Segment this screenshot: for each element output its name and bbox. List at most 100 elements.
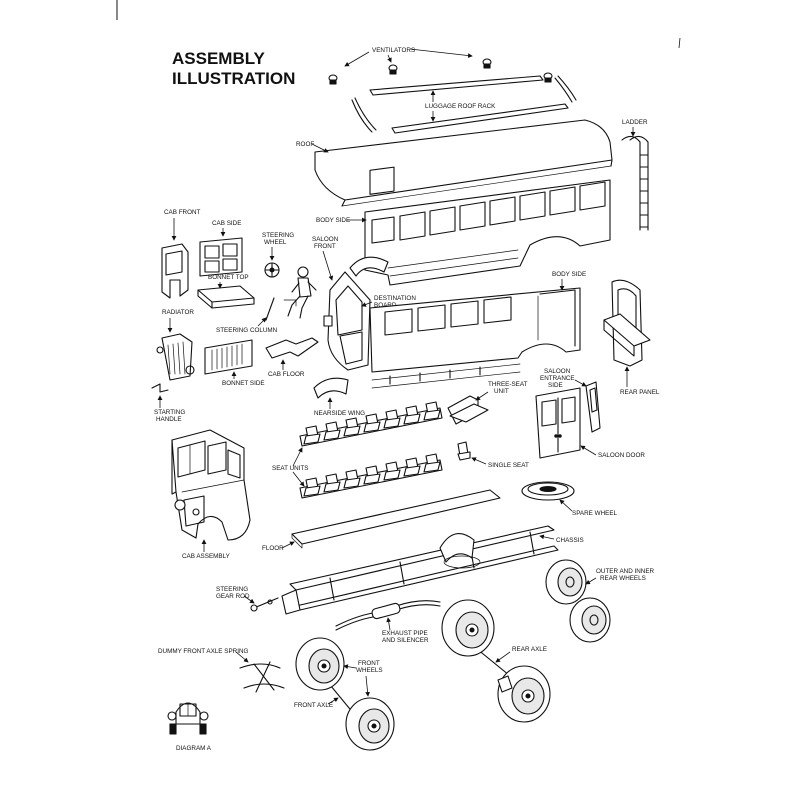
label-starting-handle-1: STARTING bbox=[154, 409, 185, 416]
label-roof: ROOF bbox=[296, 141, 314, 148]
saloon-entrance-side bbox=[585, 381, 601, 433]
label-dummy-front-axle-spring: DUMMY FRONT AXLE SPRING bbox=[158, 648, 248, 655]
arrow-rear-axle bbox=[495, 651, 511, 663]
ladder bbox=[621, 135, 649, 231]
arrow-roof bbox=[311, 143, 329, 153]
driver-figure bbox=[283, 266, 317, 319]
bonnet-side bbox=[204, 339, 253, 375]
starting-handle bbox=[151, 383, 169, 393]
label-saloon-entrance-1: SALOON bbox=[544, 368, 571, 375]
label-destination-board-2: BOARD bbox=[374, 302, 397, 309]
label-steering-wheel-1: STEERING bbox=[262, 232, 294, 239]
rear-axle bbox=[441, 599, 551, 723]
label-single-seat: SINGLE SEAT bbox=[488, 462, 529, 469]
label-front-wheels-1: FRONT bbox=[358, 660, 380, 667]
label-rear-axle: REAR AXLE bbox=[512, 646, 547, 653]
label-spare-wheel: SPARE WHEEL bbox=[572, 510, 618, 517]
label-body-side-lower: BODY SIDE bbox=[552, 271, 586, 278]
label-cab-front: CAB FRONT bbox=[164, 209, 201, 216]
ventilators bbox=[328, 58, 553, 85]
label-cab-side: CAB SIDE bbox=[212, 220, 241, 227]
label-front-wheels-2: WHEELS bbox=[356, 667, 383, 674]
front-wheels bbox=[295, 637, 395, 751]
label-luggage-roof-rack: LUGGAGE ROOF RACK bbox=[425, 103, 496, 110]
three-seat-unit bbox=[447, 395, 489, 425]
wing-upper bbox=[349, 256, 389, 277]
label-starting-handle-2: HANDLE bbox=[156, 416, 182, 423]
label-nearside-wing: NEARSIDE WING bbox=[314, 410, 365, 417]
label-rear-panel: REAR PANEL bbox=[620, 389, 660, 396]
seat-units-lower bbox=[299, 453, 443, 499]
label-steering-gear-rod-2: GEAR ROD bbox=[216, 593, 250, 600]
arrow-single-seat bbox=[471, 457, 487, 465]
arrow-saloon-entrance bbox=[574, 379, 587, 387]
cab-assembly bbox=[171, 429, 251, 541]
label-body-side-upper: BODY SIDE bbox=[316, 217, 350, 224]
label-radiator: RADIATOR bbox=[162, 309, 194, 316]
label-steering-wheel-2: WHEEL bbox=[264, 239, 287, 246]
label-saloon-front-1: SALOON bbox=[312, 236, 339, 243]
arrow-ventilators-3 bbox=[409, 48, 473, 58]
arrow-rear-wheels bbox=[585, 577, 597, 585]
arrow-ventilators-1 bbox=[344, 51, 370, 67]
label-steering-column: STEERING COLUMN bbox=[216, 327, 278, 334]
arrow-three-seat-unit bbox=[475, 391, 489, 401]
diagram-a bbox=[167, 702, 209, 735]
cab-floor bbox=[265, 337, 319, 359]
floor bbox=[291, 489, 501, 549]
label-saloon-entrance-2: ENTRANCE bbox=[540, 375, 575, 382]
bonnet-top bbox=[197, 285, 255, 309]
label-floor: FLOOR bbox=[262, 545, 284, 552]
label-saloon-entrance-3: SIDE bbox=[548, 382, 563, 389]
body-side-upper bbox=[364, 166, 611, 286]
label-seat-units: SEAT UNITS bbox=[272, 465, 309, 472]
label-cab-assembly: CAB ASSEMBLY bbox=[182, 553, 231, 560]
label-bonnet-top: BONNET TOP bbox=[208, 274, 249, 281]
arrow-front-wheels-2 bbox=[365, 675, 370, 697]
single-seat bbox=[457, 441, 471, 461]
arrow-exhaust bbox=[386, 617, 392, 631]
label-three-seat-unit-2: UNIT bbox=[494, 388, 509, 395]
chassis bbox=[281, 525, 559, 615]
saloon-front bbox=[323, 271, 371, 371]
arrow-seat-units-2 bbox=[292, 471, 305, 487]
arrow-saloon-front bbox=[322, 250, 334, 281]
title-line-1: ASSEMBLY bbox=[172, 49, 266, 68]
radiator bbox=[156, 333, 195, 381]
seat-units-upper bbox=[299, 401, 443, 447]
steering-gear-rod bbox=[250, 597, 279, 612]
arrow-steering-gear-rod bbox=[243, 595, 255, 604]
label-saloon-door: SALOON DOOR bbox=[598, 452, 645, 459]
label-chassis: CHASSIS bbox=[556, 537, 584, 544]
nearside-wing bbox=[313, 377, 349, 399]
outer-inner-rear-wheels bbox=[545, 559, 611, 643]
label-exhaust-2: AND SILENCER bbox=[382, 637, 429, 644]
margin-mark bbox=[678, 37, 681, 49]
label-exhaust-1: EXHAUST PIPE bbox=[382, 630, 428, 637]
label-destination-board-1: DESTINATION bbox=[374, 295, 416, 302]
spare-wheel bbox=[521, 481, 575, 501]
rear-panel bbox=[603, 279, 651, 367]
arrow-destination-board bbox=[361, 301, 373, 307]
cab-front bbox=[161, 243, 189, 299]
arrow-spare-wheel bbox=[559, 499, 573, 512]
label-outer-inner-rear-2: REAR WHEELS bbox=[600, 575, 646, 582]
cab-side bbox=[199, 237, 243, 277]
body-side-lower bbox=[369, 287, 581, 389]
label-outer-inner-rear-1: OUTER AND INNER bbox=[596, 568, 655, 575]
arrow-steering-column bbox=[257, 317, 267, 327]
label-cab-floor: CAB FLOOR bbox=[268, 371, 305, 378]
label-steering-gear-rod-1: STEERING bbox=[216, 586, 248, 593]
label-front-axle: FRONT AXLE bbox=[294, 702, 333, 709]
exhaust-pipe bbox=[335, 600, 441, 631]
saloon-door bbox=[535, 387, 581, 459]
arrow-chassis bbox=[539, 534, 555, 540]
arrow-floor bbox=[281, 541, 295, 549]
arrow-front-axle bbox=[327, 697, 339, 705]
label-ladder: LADDER bbox=[622, 119, 648, 126]
arrow-seat-units-1 bbox=[292, 447, 303, 467]
label-bonnet-side: BONNET SIDE bbox=[222, 380, 265, 387]
steering-wheel bbox=[264, 262, 280, 278]
label-ventilators: VENTILATORS bbox=[372, 47, 415, 54]
